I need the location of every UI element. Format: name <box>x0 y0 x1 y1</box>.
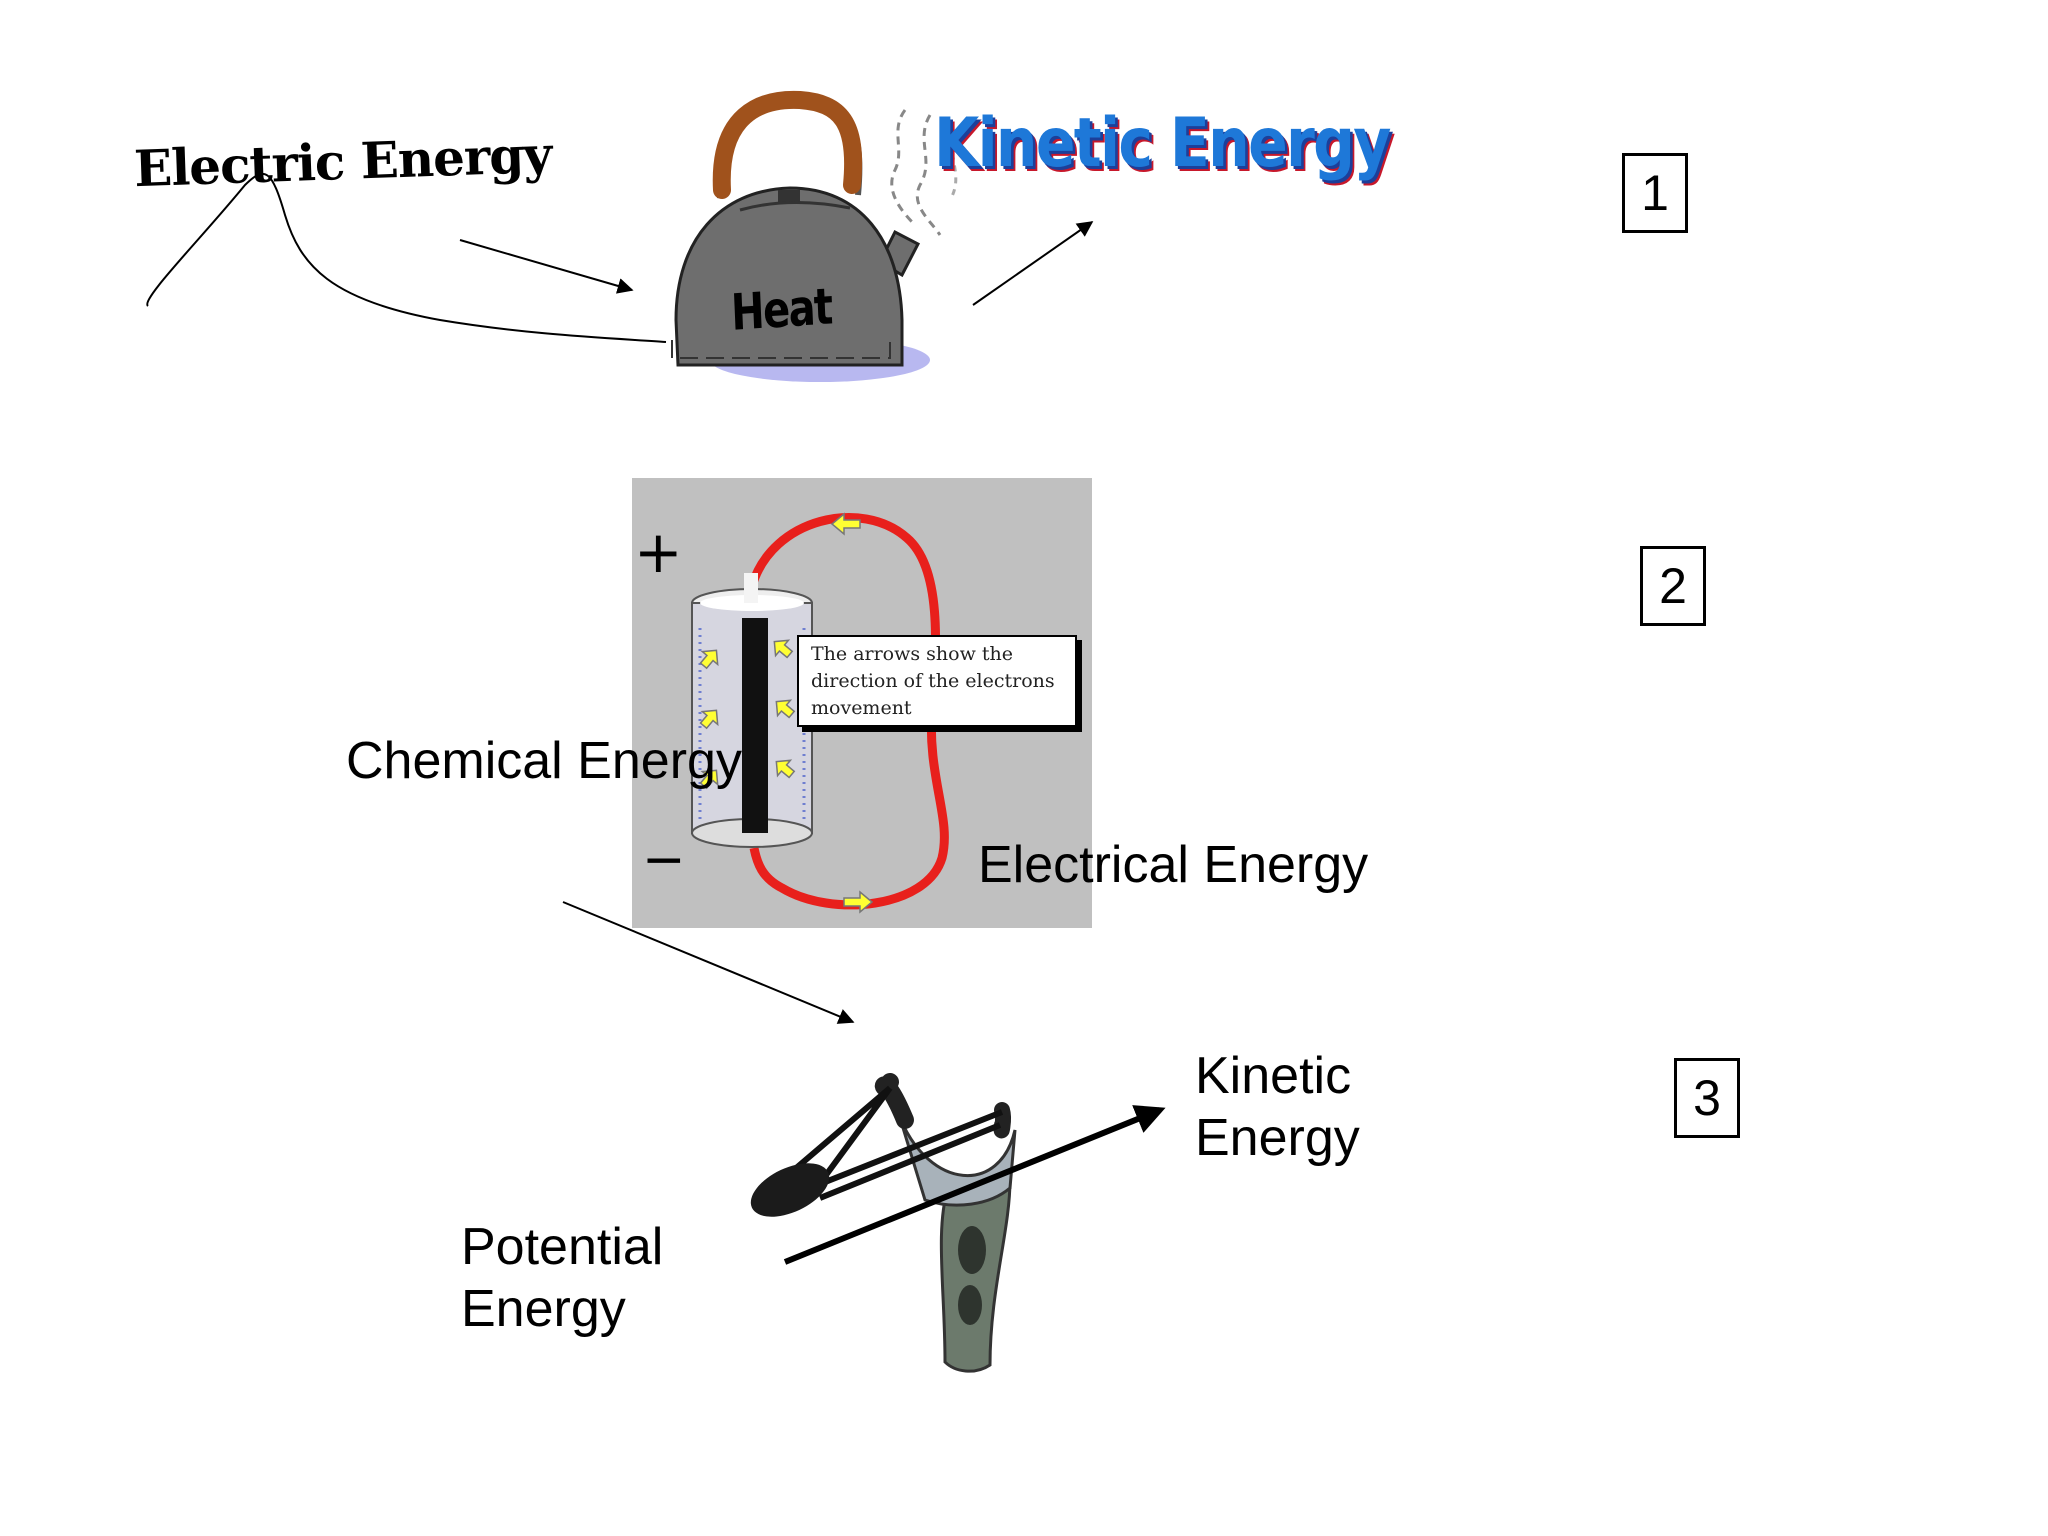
step-number-2: 2 <box>1640 546 1706 626</box>
slingshot-kinetic-energy-label-line1: Kinetic <box>1195 1047 1352 1105</box>
battery-to-slingshot-arrow <box>562 901 855 1024</box>
electric-to-kettle-arrow <box>459 239 634 294</box>
battery-plus-sign: + <box>634 518 683 586</box>
freehand-curve <box>146 172 667 343</box>
chemical-energy-label: Chemical Energy <box>346 732 742 790</box>
battery-minus-sign: − <box>642 830 686 890</box>
battery-circuit-drawing <box>691 512 949 914</box>
slingshot-kinetic-energy-label-line2: Energy <box>1195 1109 1360 1167</box>
kinetic-energy-title: Kinetic Energy <box>934 104 1391 183</box>
potential-energy-label: Potential Energy <box>461 1216 663 1340</box>
step-number-3: 3 <box>1674 1058 1740 1138</box>
electrical-energy-label: Electrical Energy <box>978 836 1369 894</box>
kettle-to-kinetic-arrow <box>972 221 1094 306</box>
step-number-1: 1 <box>1622 153 1688 233</box>
potential-to-kinetic-arrow <box>783 1105 1166 1265</box>
potential-energy-label-line1: Potential <box>461 1218 664 1276</box>
slingshot-kinetic-energy-label: Kinetic Energy <box>1195 1045 1360 1169</box>
potential-energy-label-line2: Energy <box>461 1280 626 1338</box>
electron-direction-note: The arrows show the direction of the ele… <box>797 635 1077 727</box>
